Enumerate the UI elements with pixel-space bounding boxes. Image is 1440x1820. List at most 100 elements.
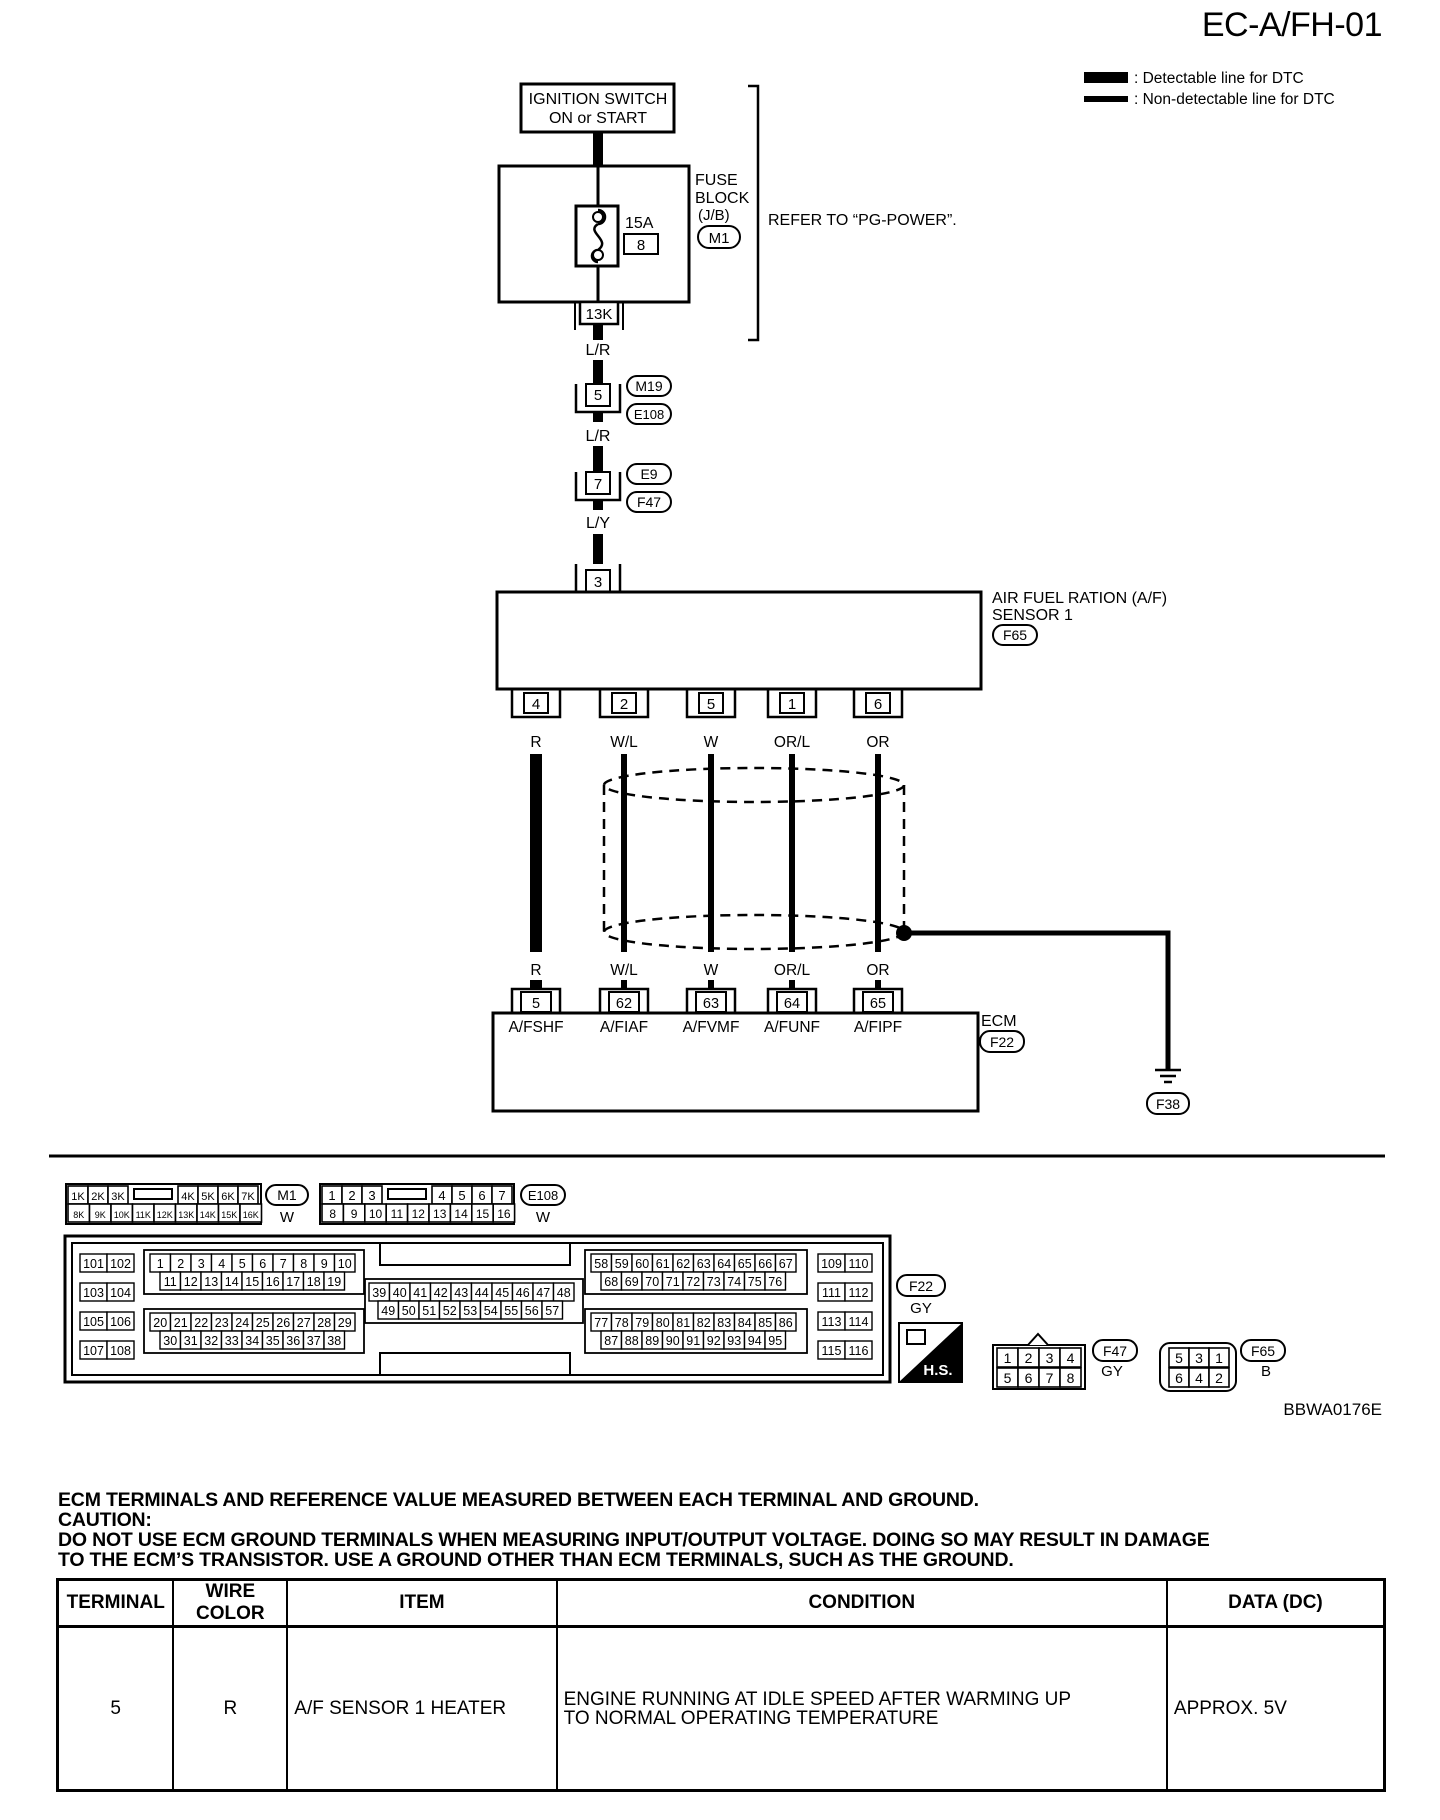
ecm-pin-label: 63 xyxy=(703,996,719,1012)
refer-power-text: REFER TO “PG-POWER”. xyxy=(768,212,957,229)
ecm-pin-number: 111 xyxy=(822,1286,841,1300)
sensor-pin-3: 3 xyxy=(574,564,622,594)
ignition-label-1: IGNITION SWITCH xyxy=(529,91,668,108)
ecm-pin-number: 65 xyxy=(738,1257,752,1271)
ecm-pin-number: 74 xyxy=(727,1275,741,1289)
cell-terminal: 5 xyxy=(56,1625,175,1792)
ecm-pin-number: 18 xyxy=(307,1275,321,1289)
pin-label: 4K xyxy=(181,1191,195,1203)
wire-color-top: OR/L xyxy=(774,734,811,751)
sensor-pin-label: 5 xyxy=(707,696,715,713)
joint2-pin: 7 xyxy=(594,476,602,493)
wire-color-top: W/L xyxy=(610,734,638,751)
ecm-signal-label: A/FVMF xyxy=(683,1019,740,1036)
ecm-pin-number: 14 xyxy=(225,1275,239,1289)
ecm-pin-number: 32 xyxy=(204,1334,218,1348)
ecm-pin-number: 68 xyxy=(604,1275,618,1289)
f65-color: B xyxy=(1261,1363,1271,1380)
col-data-dc: DATA (DC) xyxy=(1165,1578,1386,1628)
pin-label: 7 xyxy=(498,1188,505,1203)
ecm-pin-number: 30 xyxy=(163,1334,177,1348)
ecm-pin-number: 2 xyxy=(177,1257,184,1271)
ecm-pin-label: 5 xyxy=(532,996,540,1012)
pin-label: 4 xyxy=(1195,1370,1203,1386)
ecm-pin-number: 70 xyxy=(645,1275,659,1289)
ecm-box: ECM F22 xyxy=(491,1011,1025,1113)
pin-label: 2 xyxy=(348,1188,355,1203)
ecm-pin-number: 55 xyxy=(504,1304,518,1318)
sensor-pin-3-label: 3 xyxy=(594,574,602,591)
ecm-pin-number: 102 xyxy=(110,1257,131,1271)
pin-label: 10 xyxy=(369,1207,383,1221)
pin-label: 11 xyxy=(391,1207,404,1221)
pin-label: 3 xyxy=(1195,1350,1203,1366)
ground-code: F38 xyxy=(1156,1096,1180,1112)
hs-badge: H.S. xyxy=(898,1322,963,1383)
ecm-pin-number: 39 xyxy=(372,1286,386,1300)
note-line-3: DO NOT USE ECM GROUND TERMINALS WHEN MEA… xyxy=(58,1529,1210,1551)
ecm-pin-number: 60 xyxy=(635,1257,649,1271)
joint-connector-m19-e108: 5 M19 E108 xyxy=(574,375,672,425)
shield xyxy=(602,766,1171,1070)
wire-color-bottom: W xyxy=(704,962,719,979)
sensor-name-2: SENSOR 1 xyxy=(992,607,1073,624)
ecm-pin-number: 22 xyxy=(194,1316,208,1330)
figure-id: BBWA0176E xyxy=(1283,1400,1382,1419)
ecm-connector-code: F22 xyxy=(909,1278,933,1294)
ecm-signal-label: A/FUNF xyxy=(764,1019,820,1036)
cell-item: A/F SENSOR 1 HEATER xyxy=(286,1625,558,1792)
ecm-pin-number: 29 xyxy=(338,1316,352,1330)
ecm-pin-number: 54 xyxy=(484,1304,498,1318)
f47-code: F47 xyxy=(1103,1343,1127,1359)
pin-label: 6 xyxy=(478,1188,485,1203)
col-wire-color: WIRE COLOR xyxy=(172,1578,289,1628)
ecm-pin-label: 62 xyxy=(616,996,632,1012)
ecm-pin-number: 61 xyxy=(656,1257,670,1271)
sensor-pin-label: 6 xyxy=(874,696,882,713)
note-line-1: ECM TERMINALS AND REFERENCE VALUE MEASUR… xyxy=(58,1489,979,1511)
ecm-pin-number: 79 xyxy=(635,1316,649,1330)
pin-label: 9 xyxy=(351,1207,358,1221)
pin-label: 11K xyxy=(136,1210,151,1220)
pin-label: 13K xyxy=(178,1210,194,1220)
ecm-pin-number: 71 xyxy=(666,1275,680,1289)
ecm-pin-number: 19 xyxy=(327,1275,341,1289)
ecm-pin-number: 95 xyxy=(768,1334,782,1348)
ecm-pin-number: 89 xyxy=(645,1334,659,1348)
ecm-pin-number: 44 xyxy=(475,1286,489,1300)
wire-ly-label: L/Y xyxy=(586,515,610,532)
ecm-pin-label: 65 xyxy=(870,996,886,1012)
pin-label: 16 xyxy=(497,1207,511,1221)
ecm-pin-number: 23 xyxy=(215,1316,229,1330)
ecm-pin-number: 80 xyxy=(656,1316,670,1330)
ecm-pin-number: 85 xyxy=(758,1316,772,1330)
wire-color-top: R xyxy=(530,734,541,751)
wire-lr-2 xyxy=(593,446,603,472)
pin-label: 5 xyxy=(1004,1370,1012,1386)
col-terminal: TERMINAL xyxy=(56,1578,175,1628)
pin-label: 9K xyxy=(95,1210,106,1220)
ecm-pin-number: 75 xyxy=(748,1275,762,1289)
pin-label: 7K xyxy=(241,1191,255,1203)
ecm-pin-number: 109 xyxy=(821,1257,842,1271)
ecm-pin-number: 82 xyxy=(697,1316,711,1330)
sensor-pin-label: 1 xyxy=(788,696,796,713)
ecm-pin-number: 33 xyxy=(225,1334,239,1348)
ecm-terminal-table: TERMINAL WIRE COLOR ITEM CONDITION DATA … xyxy=(56,1578,1386,1792)
wire-color-bottom: OR xyxy=(866,962,889,979)
ecm-pin-number: 17 xyxy=(286,1275,300,1289)
ecm-pin-number: 84 xyxy=(738,1316,752,1330)
ecm-pin-number: 63 xyxy=(697,1257,711,1271)
ecm-pin-number: 42 xyxy=(434,1286,448,1300)
ecm-pin-number: 62 xyxy=(676,1257,690,1271)
ecm-pin-number: 115 xyxy=(822,1344,842,1358)
ecm-pin-number: 67 xyxy=(779,1257,793,1271)
terminal-13k-label: 13K xyxy=(586,306,613,323)
f47-color: GY xyxy=(1101,1363,1123,1380)
fuse-block-label-3: (J/B) xyxy=(698,207,730,224)
pin-label: 15K xyxy=(221,1210,237,1220)
fuse-number: 8 xyxy=(637,237,645,254)
fuse-block-label-2: BLOCK xyxy=(695,190,750,207)
wire-ignition-fuse xyxy=(593,132,603,166)
pin-label: 8K xyxy=(73,1210,84,1220)
